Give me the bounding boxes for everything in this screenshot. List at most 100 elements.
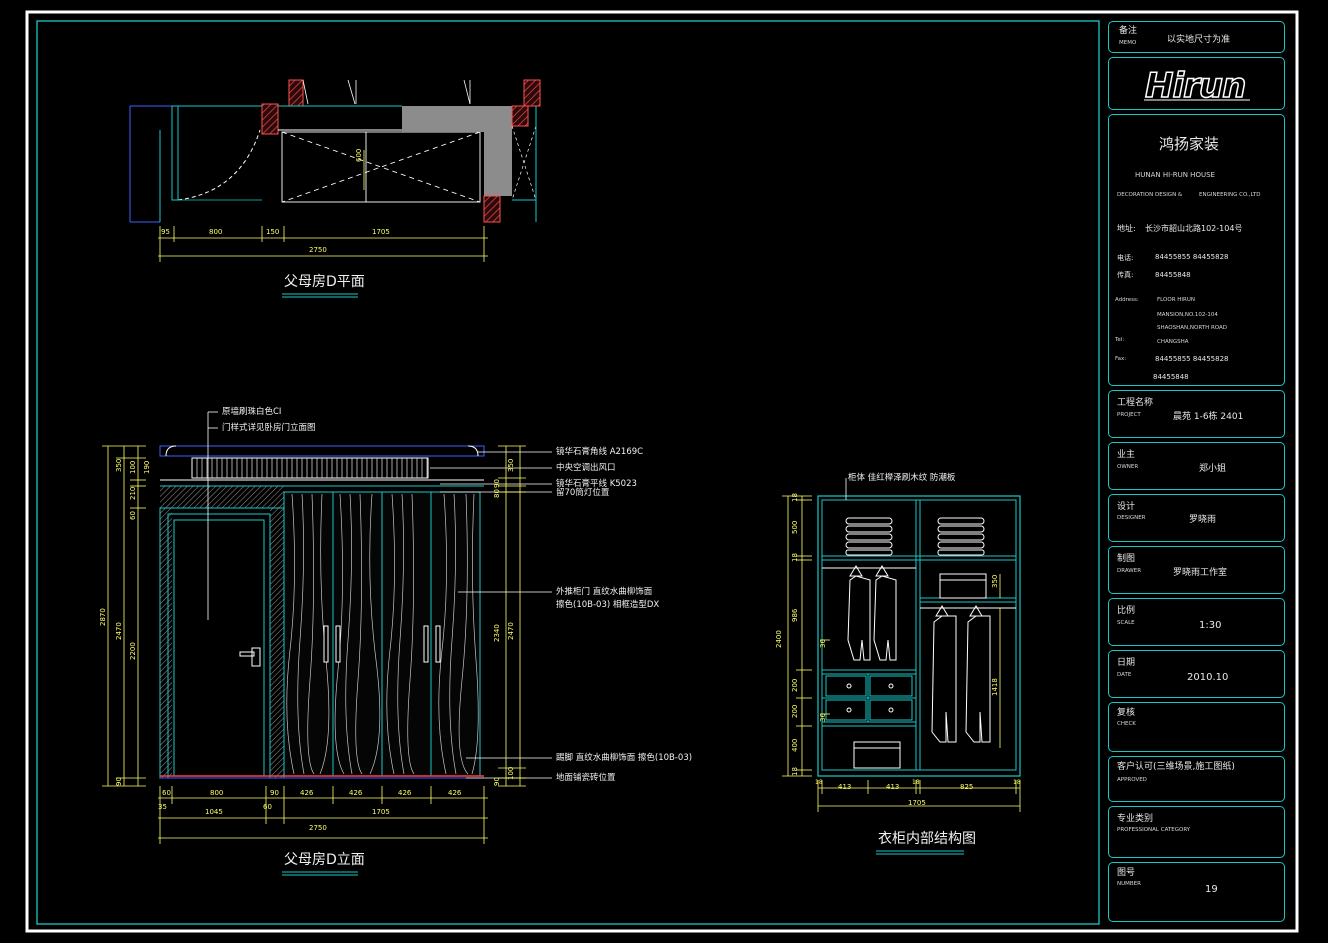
tel-label: 电话: — [1117, 254, 1134, 262]
wardrobe-w-dim-5: 825 — [960, 783, 974, 791]
note-flat-moulding: 镜华石膏平线 K5023 — [556, 479, 637, 489]
memo-value: 以实地尺寸为准 — [1167, 35, 1231, 45]
scale-value: 1:30 — [1199, 620, 1222, 631]
number-value: 19 — [1205, 884, 1218, 895]
plan-dim-total: 2750 — [309, 246, 327, 254]
check-label: 复核 — [1117, 708, 1136, 718]
plan-door-dimension: 600 — [355, 148, 363, 162]
elev-left-total: 2470 — [115, 622, 123, 640]
note-cabinet-door: 外推柜门 直纹水曲柳饰面 — [556, 587, 653, 597]
designer-label: 设计 — [1117, 502, 1136, 512]
elev-bottom-dim-1: 60 — [162, 789, 171, 797]
elev-left-dim-6: 2200 — [129, 642, 137, 660]
approved-label-en: APPROVED — [1117, 777, 1147, 783]
memo-label-en: MEMO — [1119, 40, 1137, 46]
drawer-label-en: DRAWER — [1117, 568, 1142, 574]
category-label-en: PROFESSIONAL CATEGORY — [1117, 827, 1191, 833]
wardrobe-total-height: 2400 — [775, 630, 783, 648]
category-label: 专业类别 — [1117, 814, 1154, 824]
elev-sub-dim-1: 1045 — [205, 808, 223, 816]
project-cell: 工程名称 PROJECT 晨苑 1-6栋 2401 — [1108, 390, 1285, 438]
fax-label: 传真: — [1117, 271, 1134, 279]
tel-value: 84455855 84455828 — [1155, 253, 1229, 261]
note-stain-frame: 擦色(10B-03) 相框造型DX — [556, 600, 660, 610]
hanging-clothes — [847, 565, 991, 743]
project-label-en: PROJECT — [1117, 412, 1141, 418]
wardrobe-inner-dim-2: 1418 — [991, 678, 999, 696]
plan-dim-4: 1705 — [372, 228, 390, 236]
wardrobe-h-dim-6: 200 — [791, 704, 799, 718]
elev-left-dim-3: 190 — [143, 460, 151, 474]
wardrobe-title: 衣柜内部结构图 — [878, 831, 976, 847]
check-cell: 复核 CHECK — [1108, 702, 1285, 752]
elev-right-total: 2470 — [507, 622, 515, 640]
elev-left-dim-7: 90 — [115, 777, 123, 786]
drawer-cell: 制图 DRAWER 罗晓雨工作室 — [1108, 546, 1285, 594]
company-cell: 鸿扬家装 HUNAN HI-RUN HOUSE DECORATION DESIG… — [1108, 114, 1285, 386]
logo-cell — [1108, 57, 1285, 110]
elevation-title: 父母房D立面 — [284, 852, 365, 868]
owner-label: 业主 — [1117, 450, 1136, 460]
wardrobe-w-dim-6: 18 — [1013, 779, 1021, 786]
drawing-area-border — [36, 20, 1100, 925]
note-wall-paint: 原墙刷珠白色CI — [222, 407, 282, 417]
elev-left-dim-1: 350 — [115, 458, 123, 472]
scale-label-en: SCALE — [1117, 620, 1135, 626]
owner-cell: 业主 OWNER 郑小姐 — [1108, 442, 1285, 490]
wood-grain-texture — [286, 493, 479, 775]
wardrobe-small-dim-1: 36 — [819, 639, 827, 648]
fax-en-value: 84455855 84455828 — [1155, 355, 1229, 363]
wardrobe-h-dim-1: 18 — [791, 493, 799, 502]
wardrobe-h-dim-2: 500 — [791, 520, 799, 534]
tel-en-label: Tel: — [1115, 337, 1125, 343]
elev-right-dim-3: 80 — [493, 489, 501, 498]
scale-label: 比例 — [1117, 606, 1136, 616]
elev-left-dim-4: 210 — [129, 486, 137, 500]
wardrobe-h-dim-8: 18 — [791, 767, 799, 776]
designer-label-en: DESIGNER — [1117, 515, 1146, 521]
note-cabinet-material: 柜体 佳红榉泽刷木纹 防潮板 — [848, 473, 956, 483]
memo-cell: 备注 MEMO 以实地尺寸为准 — [1108, 21, 1285, 53]
plan-dim-3: 150 — [266, 228, 280, 236]
elev-sub-dim-2: 1705 — [372, 808, 390, 816]
project-value: 晨苑 1-6栋 2401 — [1173, 412, 1244, 422]
project-label: 工程名称 — [1117, 398, 1154, 408]
address-value: 长沙市韶山北路102-104号 — [1145, 224, 1243, 233]
address-en-line-3: SHAOSHAN,NORTH ROAD — [1157, 325, 1228, 331]
note-skirting: 踢脚 直纹水曲柳饰面 擦色(10B-03) — [556, 753, 693, 763]
wardrobe-w-dim-1: 18 — [815, 779, 823, 786]
wardrobe-doors-elevation — [283, 491, 481, 777]
drawer-value: 罗晓雨工作室 — [1173, 568, 1228, 578]
number-label: 图号 — [1117, 868, 1136, 878]
designer-value: 罗晓雨 — [1189, 515, 1217, 525]
plan-view — [129, 79, 541, 262]
hirun-logo: Hirun — [1144, 65, 1247, 107]
elev-right-dim-2: 90 — [493, 479, 501, 488]
shoe-box — [853, 741, 901, 769]
wardrobe-w-dim-3: 413 — [886, 783, 900, 791]
wardrobe-h-dim-5: 200 — [791, 678, 799, 692]
approved-cell: 客户认可(三维场景,施工图纸) APPROVED — [1108, 756, 1285, 802]
wardrobe-w-dim-4: 18 — [912, 779, 920, 786]
wardrobe-interior-view — [782, 478, 1021, 812]
elev-left-dim-2: 100 — [129, 460, 137, 474]
company-name: 鸿扬家装 — [1159, 135, 1220, 153]
drawer-label: 制图 — [1117, 554, 1136, 564]
approved-label: 客户认可(三维场景,施工图纸) — [1117, 762, 1235, 772]
fax-en-value-2: 84455848 — [1153, 373, 1189, 381]
elevation-view — [102, 411, 552, 844]
note-cornice: 镜华石膏角线 A2169C — [556, 447, 644, 457]
elev-bottom-dim-2: 800 — [210, 789, 224, 797]
designer-cell: 设计 DESIGNER 罗晓雨 — [1108, 494, 1285, 542]
category-cell: 专业类别 PROFESSIONAL CATEGORY — [1108, 806, 1285, 858]
elev-bottom-dim-6: 426 — [398, 789, 412, 797]
number-label-en: NUMBER — [1117, 881, 1141, 887]
wardrobe-h-dim-3: 18 — [791, 553, 799, 562]
number-cell: 图号 NUMBER 19 — [1108, 862, 1285, 922]
address-label: 地址: — [1117, 224, 1136, 233]
wardrobe-inner-dim-1: 350 — [991, 574, 999, 588]
memo-label: 备注 — [1119, 26, 1138, 36]
scale-cell: 比例 SCALE 1:30 — [1108, 598, 1285, 646]
date-cell: 日期 DATE 2010.10 — [1108, 650, 1285, 698]
